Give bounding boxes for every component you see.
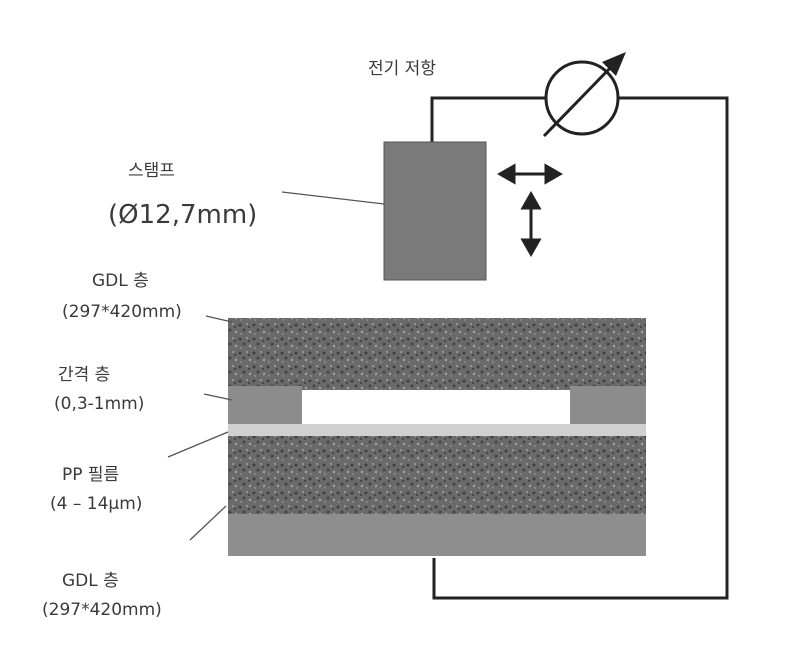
horizontal-arrow-icon xyxy=(500,166,560,182)
gdl-bottom-layer xyxy=(228,514,646,556)
gdl-top-layer xyxy=(228,318,646,390)
pp-film-label: PP 필름 xyxy=(62,460,119,485)
spacer-gap xyxy=(302,390,570,420)
spacer-left xyxy=(228,386,302,424)
pp-film-layer xyxy=(228,424,646,436)
spacer-right xyxy=(570,386,646,424)
gdl-top-label: GDL 층 xyxy=(92,266,149,291)
gdl-bottom-size-label: (297*420mm) xyxy=(42,600,162,620)
pp-film-size-label: (4 – 14μm) xyxy=(50,494,142,514)
stamp-block xyxy=(384,142,486,280)
spacer-label: 간격 층 xyxy=(58,360,110,385)
gdl-bottom-label: GDL 층 xyxy=(62,566,119,591)
gdl-top-size-label: (297*420mm) xyxy=(62,302,182,322)
vertical-arrow-icon xyxy=(523,194,539,254)
gdl-bottom-textured xyxy=(228,436,646,514)
stamp-size-label: (Ø12,7mm) xyxy=(108,200,257,230)
spacer-size-label: (0,3-1mm) xyxy=(54,394,144,414)
resistance-label: 전기 저항 xyxy=(368,54,436,79)
stamp-label: 스탬프 xyxy=(128,156,175,181)
resistance-meter-icon xyxy=(544,52,626,136)
